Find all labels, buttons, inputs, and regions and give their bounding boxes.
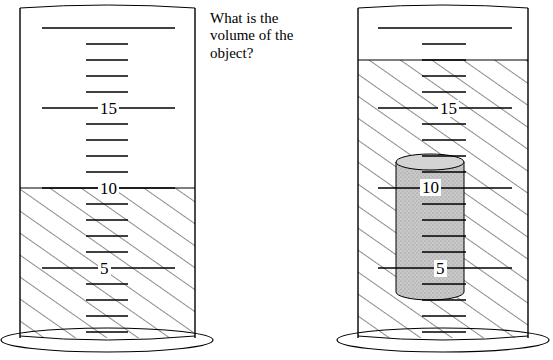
major-tick [378, 27, 512, 29]
minor-tick [86, 203, 128, 204]
minor-tick [422, 299, 466, 300]
minor-tick [86, 59, 128, 60]
major-tick [42, 27, 175, 29]
scale-number: 15 [98, 100, 119, 117]
minor-tick [86, 331, 128, 332]
question-text: What is the volume of the object? [210, 10, 294, 62]
minor-tick [422, 59, 466, 60]
minor-tick [422, 43, 466, 44]
scale-number: 15 [438, 100, 459, 117]
major-tick [378, 187, 512, 189]
minor-tick [86, 283, 128, 284]
minor-tick [86, 139, 128, 140]
minor-tick [422, 219, 466, 220]
minor-tick [422, 331, 466, 332]
minor-tick [86, 219, 128, 220]
minor-tick [422, 283, 466, 284]
minor-tick [422, 235, 466, 236]
minor-tick [86, 91, 128, 92]
minor-tick [86, 123, 128, 124]
minor-tick [422, 171, 466, 172]
minor-tick [86, 43, 128, 44]
minor-tick [422, 123, 466, 124]
minor-tick [86, 155, 128, 156]
left-cylinder [1, 5, 213, 352]
minor-tick [422, 155, 466, 156]
scale-number: 10 [420, 179, 441, 196]
right-cylinder [337, 5, 549, 352]
minor-tick [422, 203, 466, 204]
scale-number: 5 [434, 260, 447, 277]
scale-ticks [42, 28, 512, 332]
scale-number: 10 [98, 180, 119, 197]
minor-tick [86, 251, 128, 252]
scale-number: 5 [98, 260, 111, 277]
minor-tick [422, 91, 466, 92]
minor-tick [86, 75, 128, 76]
minor-tick [422, 75, 466, 76]
minor-tick [86, 235, 128, 236]
submerged-object [396, 154, 464, 300]
minor-tick [422, 251, 466, 252]
minor-tick [86, 315, 128, 316]
minor-tick [422, 139, 466, 140]
minor-tick [422, 315, 466, 316]
minor-tick [86, 299, 128, 300]
minor-tick [86, 171, 128, 172]
